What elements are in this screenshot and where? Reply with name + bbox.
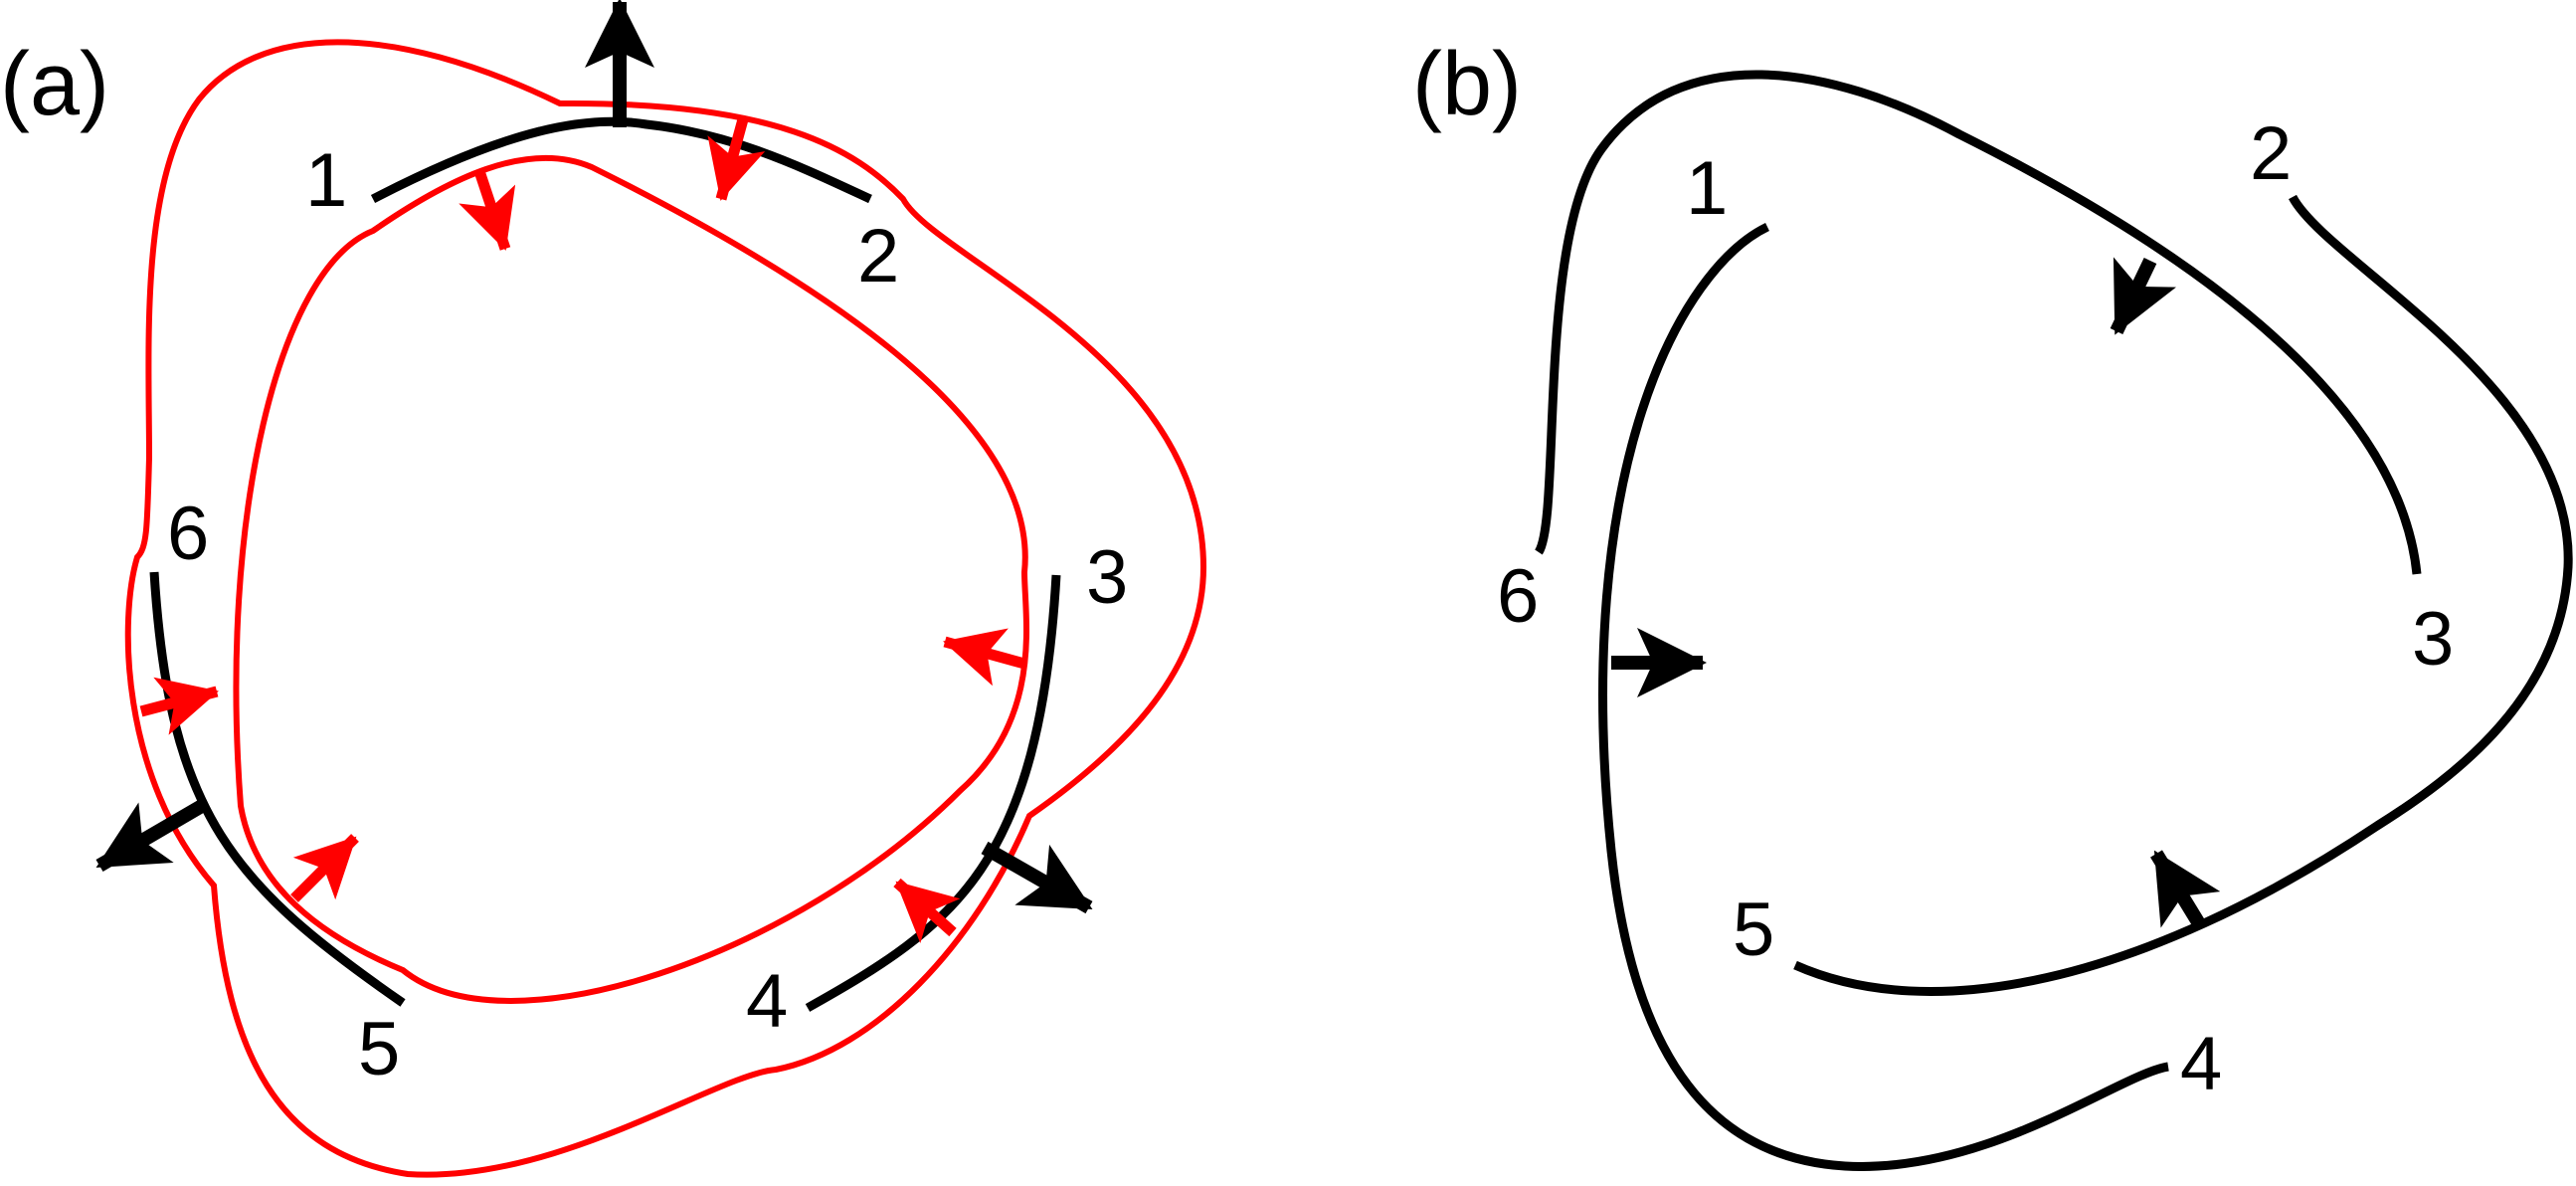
red-arrow-outer-top: [707, 117, 766, 201]
black-curves-b: [1534, 70, 2573, 1171]
point-b-3-label: 3: [2412, 597, 2454, 682]
arrow-b-lower: [2150, 850, 2221, 929]
point-3-label: 3: [1086, 535, 1128, 620]
point-b-2-label: 2: [2250, 111, 2292, 196]
black-arrows-a: [95, 0, 1093, 914]
black-segments-a: [149, 116, 1061, 1012]
outer-red-boundary: [124, 39, 1207, 1178]
segment-5-6: [149, 571, 406, 1007]
red-arrow-inner-left: [290, 834, 359, 902]
black-arrows-b: [1611, 257, 2221, 929]
point-1-label: 1: [305, 138, 347, 223]
arrow-b-upper: [2110, 257, 2177, 335]
black-arrow-right: [981, 841, 1093, 914]
red-arrow-outer-left: [139, 677, 219, 735]
panel-a: (a) 1 2 3 4 5 6: [0, 0, 1207, 1178]
red-arrow-inner-right: [943, 628, 1026, 687]
red-arrow-inner-top: [459, 169, 516, 251]
black-arrow-left: [95, 796, 211, 873]
segment-1-2: [370, 116, 872, 204]
panel-b-label: (b): [1412, 35, 1522, 134]
point-b-1-label: 1: [1686, 146, 1728, 231]
point-5-label: 5: [358, 1007, 400, 1091]
point-b-6-label: 6: [1497, 554, 1539, 639]
curve-2-5: [1793, 194, 2573, 996]
point-b-4-label: 4: [2180, 1022, 2222, 1106]
inner-red-boundary: [233, 154, 1030, 1004]
point-b-5-label: 5: [1733, 888, 1774, 972]
curve-1-4: [1598, 222, 2169, 1171]
red-arrows-a: [139, 117, 1026, 944]
point-4-label: 4: [746, 959, 788, 1044]
red-arrow-outer-right: [893, 878, 961, 944]
segment-3-4: [805, 574, 1061, 1012]
curve-6-2-3: [1534, 70, 2422, 575]
panel-a-label: (a): [0, 35, 109, 134]
point-2-label: 2: [857, 214, 899, 298]
point-6-label: 6: [167, 492, 209, 576]
panel-b: (b) 1 2 3 4 5 6: [1412, 35, 2573, 1171]
